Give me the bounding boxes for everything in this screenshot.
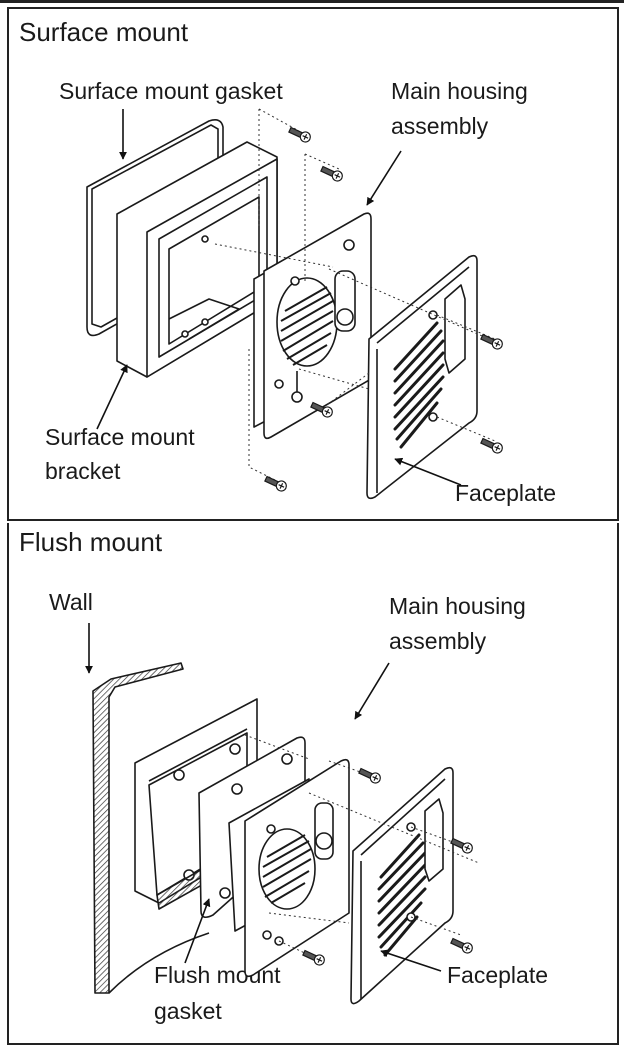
surface-mount-title: Surface mount xyxy=(19,17,189,47)
screw-icon xyxy=(480,437,503,454)
flush-faceplate-shape xyxy=(350,766,454,1005)
screw-icon xyxy=(310,401,333,418)
screws xyxy=(264,126,503,492)
surface-bracket-label-1: Surface mount xyxy=(45,424,195,450)
flush-mount-illustration xyxy=(85,623,480,1005)
screw-icon xyxy=(264,475,287,492)
screw-icon xyxy=(450,837,473,854)
arrow-icon xyxy=(184,898,211,964)
screw-icon xyxy=(302,949,325,966)
flush-faceplate-label: Faceplate xyxy=(447,962,549,988)
surface-housing-label-1: Main housing xyxy=(391,78,528,104)
screw-icon xyxy=(450,937,473,954)
screw-icon xyxy=(288,126,311,143)
surface-gasket-label: Surface mount gasket xyxy=(59,78,283,104)
flush-housing-label-2: assembly xyxy=(389,628,487,654)
wall-shape xyxy=(92,662,210,994)
flush-gasket-label-2: gasket xyxy=(154,998,222,1024)
surface-bracket-label-2: bracket xyxy=(45,458,121,484)
surface-mount-panel: Surface mount Surface mount gasket Main … xyxy=(7,7,619,521)
top-rule xyxy=(0,0,624,3)
wall-label: Wall xyxy=(49,589,93,615)
surface-faceplate-label: Faceplate xyxy=(455,480,557,506)
screw-icon xyxy=(480,333,503,350)
flush-mount-title: Flush mount xyxy=(19,527,163,557)
arrow-icon xyxy=(354,662,390,720)
surface-housing-label-2: assembly xyxy=(391,113,489,139)
arrow-icon xyxy=(380,949,442,972)
flush-housing-shape xyxy=(228,758,350,978)
screw-icon xyxy=(358,767,381,784)
arrow-icon xyxy=(394,457,462,486)
flush-mount-panel: Flush mount Wall Main housing assembly F… xyxy=(7,523,619,1045)
arrow-icon xyxy=(366,150,402,206)
arrow-icon xyxy=(96,364,128,430)
surface-housing-shape xyxy=(253,212,372,440)
flush-housing-label-1: Main housing xyxy=(389,593,526,619)
surface-faceplate-shape xyxy=(366,254,478,500)
surface-mount-illustration xyxy=(86,108,503,500)
screw-icon xyxy=(320,165,343,182)
